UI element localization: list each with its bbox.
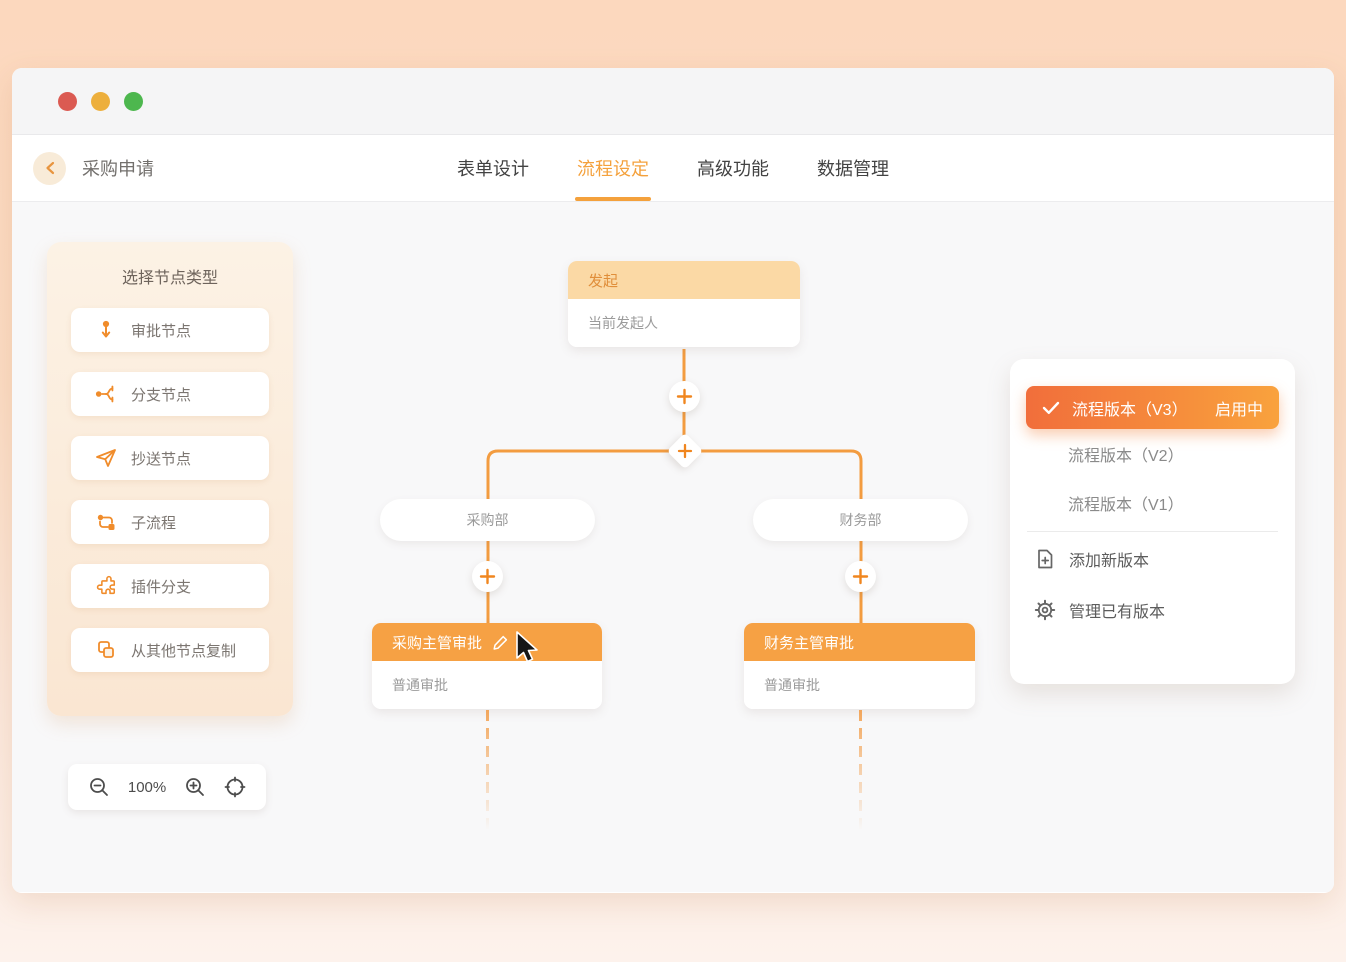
approval-node-title: 采购主管审批 (392, 634, 483, 652)
flow-canvas[interactable]: 选择节点类型 审批节点 分支节点 抄送节点 (12, 202, 1334, 892)
palette-item-label: 子流程 (131, 514, 177, 532)
version-status-badge: 启用中 (1214, 401, 1263, 419)
plugin-branch-icon (95, 575, 117, 597)
action-label: 添加新版本 (1069, 552, 1150, 570)
gear-icon (1034, 599, 1056, 621)
palette-item-label: 从其他节点复制 (131, 642, 237, 660)
start-node-card[interactable]: 发起 当前发起人 (568, 261, 800, 347)
tab-data-management[interactable]: 数据管理 (817, 159, 889, 179)
connector-tail (486, 710, 489, 835)
palette-item-subflow[interactable]: 子流程 (71, 500, 269, 544)
palette-item-label: 插件分支 (131, 578, 192, 596)
palette-title: 选择节点类型 (121, 270, 218, 287)
chevron-left-icon (45, 161, 54, 175)
approval-node-type: 普通审批 (372, 661, 602, 709)
condition-node-purchasing[interactable]: 采购部 (380, 499, 595, 541)
palette-item-copy-node[interactable]: 从其他节点复制 (71, 628, 269, 672)
edit-pencil-icon[interactable] (492, 634, 509, 651)
app-window: 采购申请 表单设计 流程设定 高级功能 数据管理 选择节点类型 审批节点 (12, 68, 1334, 893)
connector-tail (859, 710, 862, 835)
minimize-window-button[interactable] (91, 91, 110, 111)
zoom-level: 100% (127, 778, 167, 796)
zoom-window-button[interactable] (124, 91, 143, 111)
version-label: 流程版本（V3） (1072, 401, 1188, 419)
page-title: 采购申请 (82, 159, 154, 179)
add-node-button[interactable] (669, 381, 700, 412)
check-icon (1042, 401, 1060, 414)
tab-bar: 表单设计 流程设定 高级功能 数据管理 (457, 135, 889, 201)
approval-node-header: 采购主管审批 (372, 623, 602, 661)
approval-node-icon (95, 319, 117, 341)
zoom-out-button[interactable] (88, 776, 110, 798)
fit-view-button[interactable] (224, 776, 246, 798)
palette-item-label: 抄送节点 (131, 450, 192, 468)
version-item-v2[interactable]: 流程版本（V2） (1068, 447, 1184, 465)
top-navbar: 采购申请 表单设计 流程设定 高级功能 数据管理 (12, 135, 1334, 202)
palette-item-branch-node[interactable]: 分支节点 (71, 372, 269, 416)
back-button[interactable] (33, 151, 66, 185)
node-type-palette: 选择节点类型 审批节点 分支节点 抄送节点 (47, 242, 293, 716)
version-item-v3-active[interactable]: 流程版本（V3） 启用中 (1026, 386, 1279, 429)
tab-form-design[interactable]: 表单设计 (457, 159, 529, 179)
palette-item-approval-node[interactable]: 审批节点 (71, 308, 269, 352)
plus-icon (852, 568, 869, 585)
approval-node-purchasing-card[interactable]: 采购主管审批 普通审批 (372, 623, 602, 709)
branch-node-icon (95, 383, 117, 405)
add-new-version-button[interactable]: 添加新版本 (1010, 534, 1295, 583)
add-node-button[interactable] (845, 561, 876, 592)
plus-icon (676, 388, 693, 405)
add-node-button[interactable] (472, 561, 503, 592)
panel-divider (1027, 531, 1278, 532)
zoom-toolbar: 100% (68, 764, 266, 810)
tab-process-settings[interactable]: 流程设定 (575, 135, 651, 201)
zoom-in-button[interactable] (184, 776, 206, 798)
add-document-icon (1034, 548, 1056, 570)
plus-icon (479, 568, 496, 585)
palette-item-cc-node[interactable]: 抄送节点 (71, 436, 269, 480)
version-panel: 流程版本（V3） 启用中 流程版本（V2） 流程版本（V1） 添加新版本 (1010, 359, 1295, 684)
condition-node-finance[interactable]: 财务部 (753, 499, 968, 541)
approval-node-title: 财务主管审批 (764, 634, 855, 652)
action-label: 管理已有版本 (1069, 603, 1166, 621)
version-item-v1[interactable]: 流程版本（V1） (1068, 496, 1184, 514)
tab-advanced-features[interactable]: 高级功能 (697, 159, 769, 179)
plus-icon (677, 443, 693, 459)
subflow-icon (95, 511, 117, 533)
palette-item-label: 审批节点 (131, 322, 192, 340)
palette-item-label: 分支节点 (131, 386, 192, 404)
add-branch-button[interactable] (666, 432, 704, 470)
start-node-header: 发起 (568, 261, 800, 299)
palette-item-plugin-branch[interactable]: 插件分支 (71, 564, 269, 608)
mouse-cursor (516, 631, 538, 663)
copy-node-icon (95, 639, 117, 661)
close-window-button[interactable] (58, 91, 77, 111)
approval-node-finance-card[interactable]: 财务主管审批 普通审批 (744, 623, 975, 709)
approval-node-header: 财务主管审批 (744, 623, 975, 661)
start-node-title: 发起 (588, 272, 619, 290)
manage-versions-button[interactable]: 管理已有版本 (1010, 585, 1295, 634)
approval-node-type: 普通审批 (744, 661, 975, 709)
cc-node-icon (95, 447, 117, 469)
start-node-subtitle: 当前发起人 (568, 299, 800, 347)
window-titlebar (12, 68, 1334, 135)
